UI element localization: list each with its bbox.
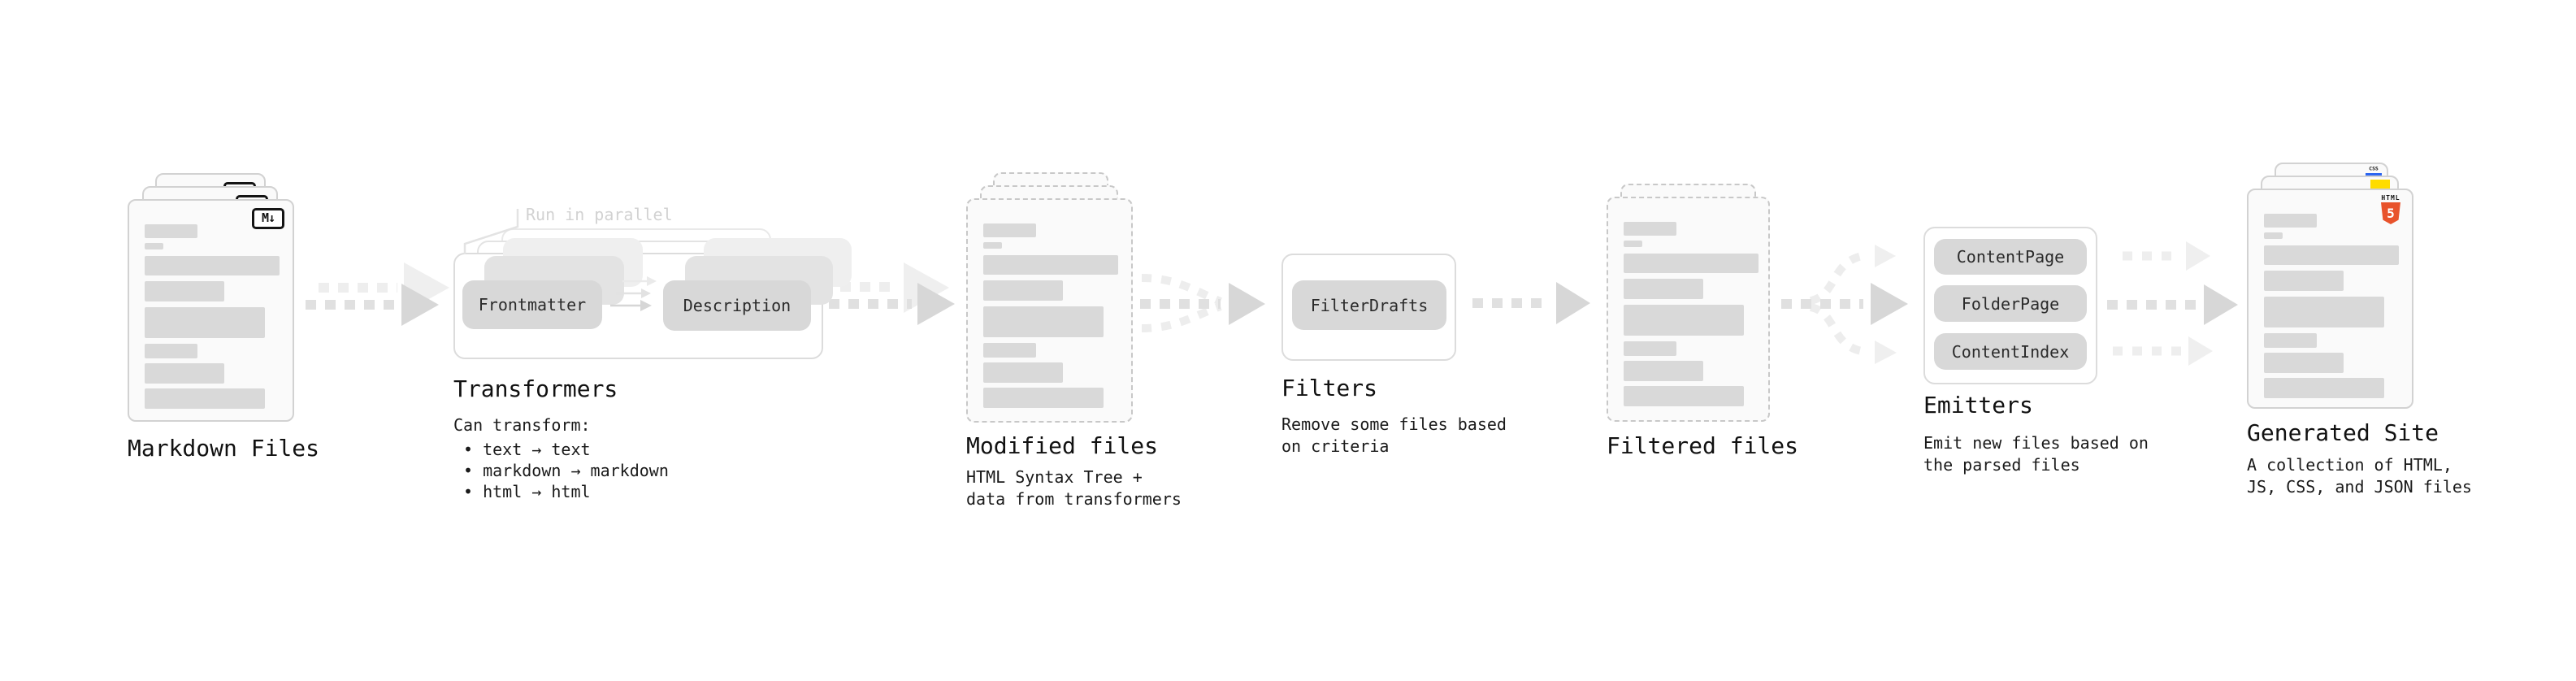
placeholder-bar <box>983 306 1104 337</box>
modified-files-label: Modified files <box>966 432 1159 459</box>
placeholder-bar <box>983 362 1063 383</box>
filtered-file-card <box>1607 197 1770 422</box>
placeholder-bar <box>2264 232 2283 239</box>
placeholder-bar <box>983 242 1002 249</box>
arrow-filters-to-filtered <box>1472 282 1590 324</box>
arrow-modified-to-filters <box>1140 274 1265 332</box>
transformers-desc-heading: Can transform: <box>453 415 591 435</box>
placeholder-bar <box>145 388 265 409</box>
markdown-file-card: M↓ <box>128 199 294 422</box>
markdown-files-label: Markdown Files <box>128 435 320 462</box>
placeholder-bar <box>983 280 1063 301</box>
parallel-transform-arrows <box>610 276 657 311</box>
run-in-parallel-label: Run in parallel <box>526 205 673 224</box>
css-icon: CSS <box>2366 166 2382 176</box>
transformers-bullet-list: • text → text • markdown → markdown • ht… <box>453 439 669 502</box>
generated-site-desc: A collection of HTML, JS, CSS, and JSON … <box>2247 455 2472 497</box>
emitter-pill-content-page: ContentPage <box>1934 239 2087 275</box>
annotation-leader-line <box>463 209 519 254</box>
emitter-pill-content-index: ContentIndex <box>1934 333 2087 370</box>
transformer-output-pill: Description <box>663 280 811 331</box>
placeholder-bar <box>2264 333 2317 348</box>
arrow-markdown-to-transformers <box>306 262 449 326</box>
emitters-desc: Emit new files based on the parsed files <box>1923 433 2149 475</box>
arrow-filtered-to-emitters <box>1781 245 1908 364</box>
placeholder-bar <box>983 223 1036 237</box>
placeholder-bar <box>145 363 224 384</box>
placeholder-bar <box>145 344 197 358</box>
transformers-bullet: • text → text <box>463 440 591 459</box>
placeholder-bar <box>2264 271 2344 291</box>
placeholder-bar <box>2264 297 2384 327</box>
filter-drafts-pill: FilterDrafts <box>1292 280 1446 330</box>
placeholder-bar <box>145 224 197 238</box>
transformer-input-pill: Frontmatter <box>462 280 602 329</box>
placeholder-bar <box>1624 222 1676 236</box>
placeholder-bar <box>983 343 1036 358</box>
filtered-files-label: Filtered files <box>1607 432 1799 459</box>
placeholder-bar <box>983 255 1118 275</box>
placeholder-bar <box>145 307 265 338</box>
placeholder-bar <box>145 281 224 301</box>
placeholder-bar <box>1624 241 1642 247</box>
placeholder-bar <box>1624 341 1676 356</box>
placeholder-bar <box>2264 245 2399 265</box>
generated-site-label: Generated Site <box>2247 419 2439 446</box>
filters-title: Filters <box>1281 375 1378 401</box>
placeholder-bar <box>1624 305 1744 336</box>
placeholder-bar <box>1624 361 1703 381</box>
generated-file-card: HTML 5 <box>2247 189 2413 409</box>
placeholder-bar <box>2264 214 2317 228</box>
arrow-transformers-to-modified <box>829 262 955 325</box>
placeholder-bar <box>1624 386 1744 406</box>
arrow-emitters-to-generated <box>2107 241 2238 366</box>
modified-files-desc: HTML Syntax Tree + data from transformer… <box>966 467 1182 509</box>
transformers-title: Transformers <box>453 375 618 402</box>
placeholder-bar <box>145 243 163 249</box>
placeholder-bar <box>1624 279 1703 299</box>
placeholder-bar <box>983 388 1104 408</box>
js-icon <box>2370 180 2390 189</box>
placeholder-bar <box>2264 353 2344 373</box>
placeholder-bar <box>145 256 280 275</box>
transformers-bullet: • html → html <box>463 482 591 501</box>
html5-icon: HTML 5 <box>2380 194 2401 224</box>
placeholder-bar <box>2264 378 2384 398</box>
emitters-title: Emitters <box>1923 392 2033 419</box>
transformers-bullet: • markdown → markdown <box>463 461 669 480</box>
placeholder-bar <box>1624 254 1759 273</box>
modified-file-card <box>966 198 1133 423</box>
markdown-icon: M↓ <box>252 208 284 229</box>
emitter-pill-folder-page: FolderPage <box>1934 285 2087 322</box>
filters-desc: Remove some files based on criteria <box>1281 414 1507 456</box>
